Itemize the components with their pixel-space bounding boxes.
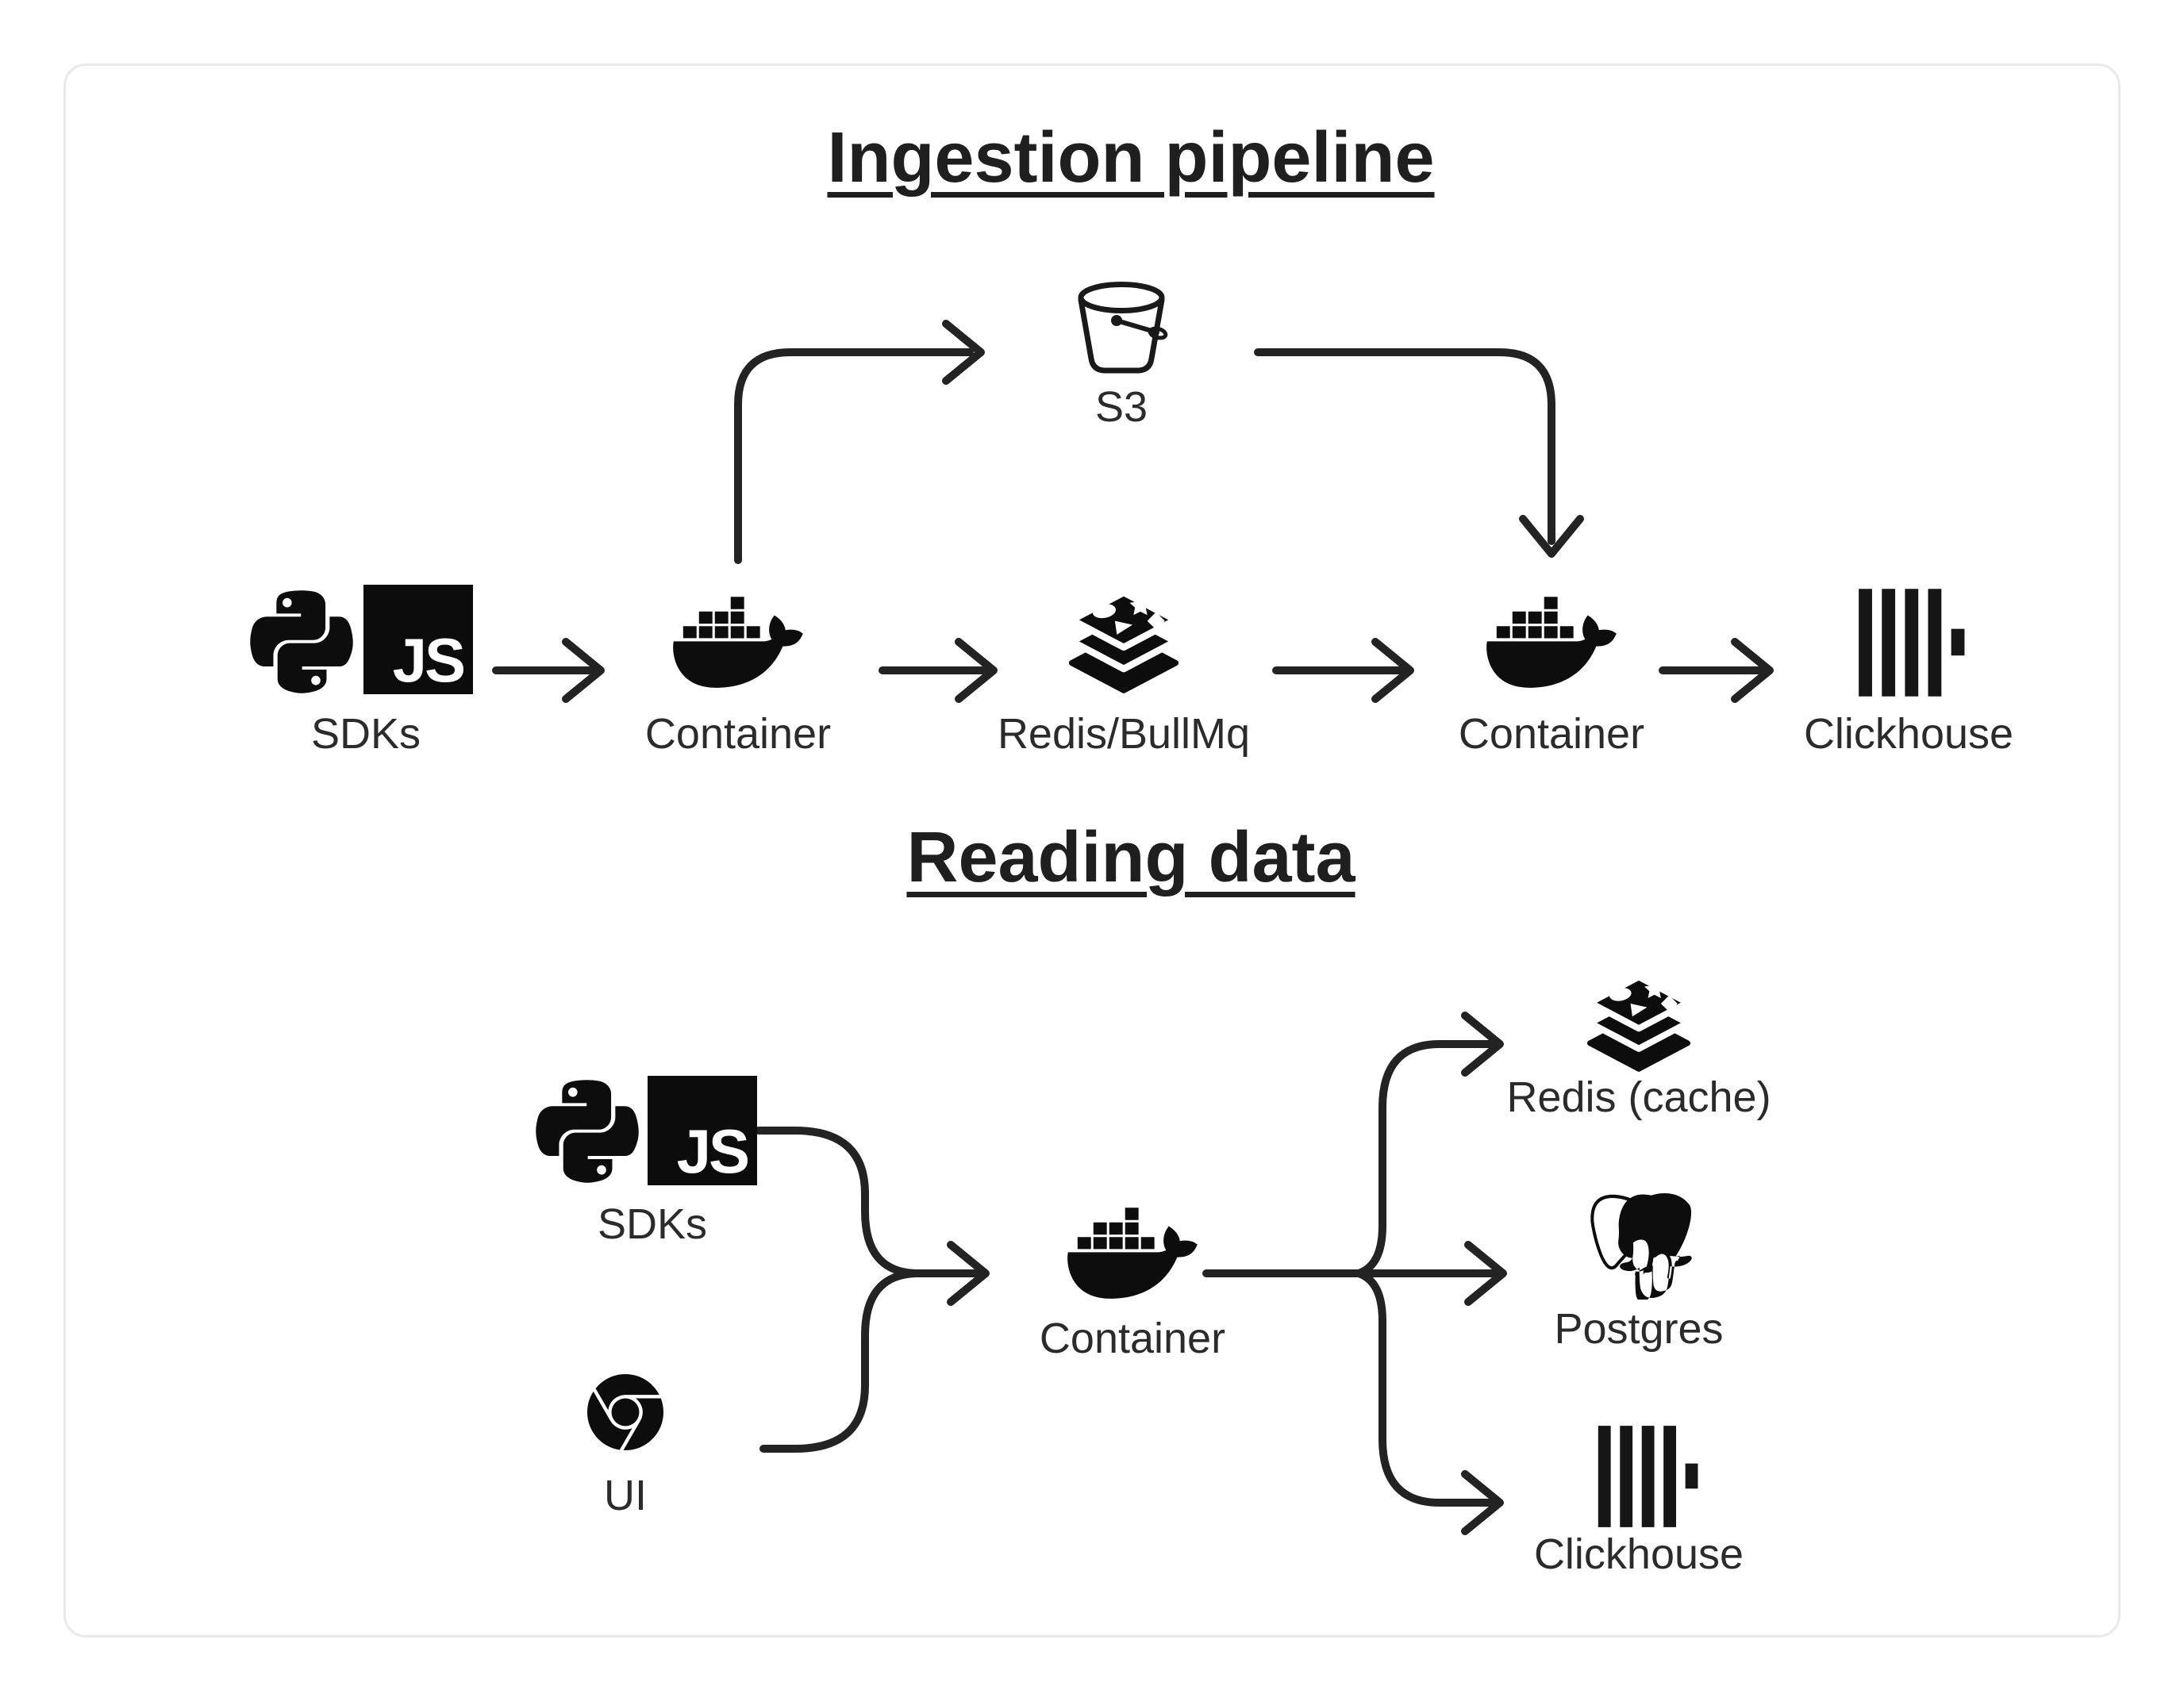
edge-container2-to-clickhouse <box>1659 638 1774 703</box>
ingestion-redis-label: Redis/BullMq <box>997 710 1251 758</box>
reading-title: Reading data <box>906 818 1355 897</box>
edge-reading-sdks-merge <box>755 1127 920 1277</box>
python-icon <box>536 1073 639 1190</box>
diagram-card-border <box>63 63 2121 1638</box>
reading-clickhouse-label: Clickhouse <box>1533 1530 1744 1578</box>
edge-container-to-redis <box>879 638 998 703</box>
ingestion-container-in-label: Container <box>644 710 832 758</box>
reading-redis-cache-label: Redis (cache) <box>1506 1073 1771 1121</box>
postgresql-icon <box>1589 1192 1694 1300</box>
edge-container-to-postgres <box>1355 1241 1507 1306</box>
edge-merge-to-container <box>912 1241 990 1306</box>
ingestion-s3-label: S3 <box>1094 383 1148 431</box>
edge-container-to-s3 <box>734 320 985 564</box>
reading-postgres-label: Postgres <box>1554 1305 1724 1353</box>
edge-container-to-clickhouse2 <box>1355 1269 1504 1535</box>
reading-sdks-label: SDKs <box>597 1200 708 1248</box>
ingestion-sdks-label: SDKs <box>310 710 421 758</box>
edge-s3-to-container2 <box>1254 348 1584 558</box>
clickhouse-icon <box>1586 1424 1706 1529</box>
edge-container-to-redis-cache <box>1355 1012 1504 1277</box>
docker-icon <box>1067 1201 1198 1305</box>
javascript-icon: JS <box>363 585 473 694</box>
edge-reading-ui-merge <box>759 1269 920 1453</box>
redis-icon <box>1583 970 1694 1073</box>
edge-sdks-to-container <box>492 638 605 703</box>
python-icon <box>250 583 353 701</box>
ingestion-clickhouse-label: Clickhouse <box>1803 710 2014 758</box>
chrome-icon <box>587 1374 663 1450</box>
ingestion-container-worker-label: Container <box>1458 710 1645 758</box>
docker-icon <box>673 590 803 694</box>
redis-icon <box>1065 584 1182 695</box>
reading-ui-label: UI <box>604 1472 647 1519</box>
clickhouse-icon <box>1849 587 1970 698</box>
s3-bucket-icon <box>1074 279 1169 382</box>
javascript-icon: JS <box>648 1076 757 1185</box>
reading-container-label: Container <box>1039 1315 1226 1362</box>
ingestion-title: Ingestion pipeline <box>827 118 1435 198</box>
docker-icon <box>1486 590 1617 694</box>
edge-redis-to-container2 <box>1272 638 1414 703</box>
